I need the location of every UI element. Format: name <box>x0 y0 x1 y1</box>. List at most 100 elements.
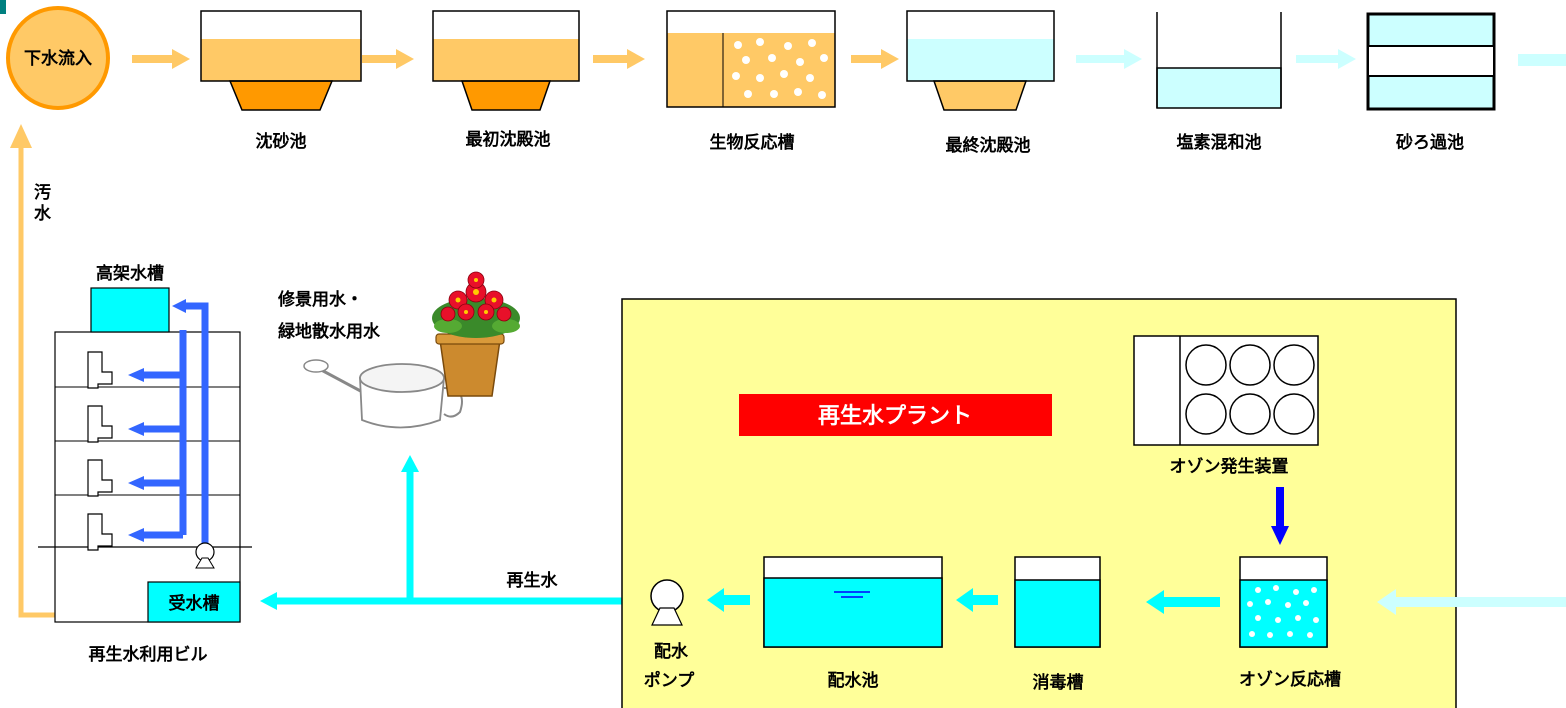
supply-arrowhead <box>128 368 144 382</box>
flow-arrow <box>1146 590 1220 614</box>
ozone-reactor-label: オゾン反応槽 <box>1239 669 1341 690</box>
reclaimed-water-plant: 再生水プラント オゾン発生装置 オゾン反応槽 <box>621 298 1566 708</box>
receiving-tank <box>147 581 241 623</box>
toilets <box>87 351 113 551</box>
sewage-label: 汚 <box>34 182 51 203</box>
tank-water <box>201 39 361 81</box>
sewage-label: 水 <box>34 203 52 224</box>
tank-hopper <box>934 81 1026 110</box>
flow-arrow <box>593 49 645 69</box>
supply-riser <box>186 302 209 545</box>
flow-arrow <box>851 49 899 69</box>
tank-hopper <box>462 81 550 110</box>
toilet-icon <box>87 459 113 497</box>
filter-layer <box>1367 45 1495 77</box>
plant-flow-arrows <box>707 588 1566 615</box>
flow-arrow <box>707 588 750 612</box>
corner-mark <box>0 0 6 14</box>
hopper-outline <box>228 80 334 111</box>
landscape-use: 修景用水・ 緑地散水用水 <box>277 271 520 429</box>
ozone-cells <box>1185 344 1315 435</box>
plant-title-banner <box>739 394 1052 436</box>
reclaimed-arrowhead <box>260 592 277 610</box>
reclaimed-water-main: 再生水 <box>260 455 640 610</box>
building-supply-pipes <box>128 299 209 545</box>
pump-icon <box>650 579 684 613</box>
reclaimed-water-building: 高架水槽 受水槽 再生水利用ビル <box>38 263 252 665</box>
flow-arrow-tail <box>1518 54 1566 66</box>
building-outline <box>54 331 241 623</box>
tank-outline <box>666 10 836 108</box>
stage-label: 生物反応槽 <box>710 132 795 153</box>
pump-label-line1: 配水 <box>654 641 689 662</box>
ozone-generator-label: オゾン発生装置 <box>1170 456 1289 477</box>
flow-arrow <box>362 49 414 69</box>
stage-primary-sedimentation <box>432 10 580 111</box>
elevated-tank <box>90 287 170 333</box>
pump-base <box>195 557 215 569</box>
flow-arrow <box>1076 49 1142 69</box>
supply-arrowhead <box>128 528 144 542</box>
flower-pot-icon <box>432 271 520 397</box>
plant-title: 再生水プラント <box>818 404 972 429</box>
stage-sand-filter <box>1366 12 1496 111</box>
ozone-bubbles <box>1247 585 1319 638</box>
hopper-outline <box>932 80 1028 111</box>
reservoir-label: 配水池 <box>828 670 879 691</box>
flow-arrow <box>132 49 190 69</box>
ozone-generator: オゾン発生装置 <box>1133 335 1319 477</box>
stage-label: 塩素混和池 <box>1177 132 1262 153</box>
flow-arrow <box>1296 49 1356 69</box>
receiving-tank-label: 受水槽 <box>169 593 220 614</box>
building-pump <box>195 542 215 569</box>
reclaimed-label: 再生水 <box>507 570 559 591</box>
pump-base <box>651 607 683 626</box>
distribution-pump: 配水 ポンプ <box>644 579 695 691</box>
stage-chlorine-mixing <box>1156 12 1282 109</box>
ozone-feed-arrowhead <box>1271 526 1289 545</box>
generator-body <box>1133 335 1319 446</box>
stage-grit-chamber <box>200 10 362 111</box>
building-label: 再生水利用ビル <box>89 644 208 665</box>
stage-bioreactor <box>666 10 836 108</box>
tank-water <box>1156 67 1282 109</box>
flow-arrow <box>956 588 998 612</box>
landscape-arrowhead <box>401 455 419 472</box>
inflow-circle <box>6 6 110 110</box>
stage-label: 最終沈殿池 <box>946 135 1031 156</box>
disinfection-tank: 消毒槽 <box>1014 556 1101 693</box>
distribution-reservoir: 配水池 <box>763 556 943 691</box>
landscape-label-line1: 修景用水・ <box>277 289 363 310</box>
tank-water <box>1014 579 1101 648</box>
supply-arrowhead <box>172 299 186 313</box>
stage-label: 最初沈殿池 <box>466 129 551 150</box>
stage-final-sedimentation <box>906 10 1055 111</box>
sewage-arrowhead <box>10 124 32 148</box>
stage-label: 沈砂池 <box>256 131 307 152</box>
toilet-icon <box>87 513 113 551</box>
stage-label: 砂ろ過池 <box>1396 132 1464 153</box>
aeration-bubbles <box>732 38 828 99</box>
tank-water <box>763 577 943 648</box>
disinfection-label: 消毒槽 <box>1033 672 1084 693</box>
tank-water <box>907 39 1054 81</box>
landscape-label-line2: 緑地散水用水 <box>278 321 381 342</box>
inflow-node: 下水流入 <box>6 6 110 110</box>
inflow-label: 下水流入 <box>24 48 92 69</box>
elevated-tank-label: 高架水槽 <box>96 263 164 284</box>
pump-label-line2: ポンプ <box>644 670 695 691</box>
toilet-icon <box>87 405 113 443</box>
toilet-icon <box>87 351 113 389</box>
top-flow-arrows <box>132 49 1566 69</box>
stage-labels: 沈砂池 最初沈殿池 生物反応槽 最終沈殿池 塩素混和池 砂ろ過池 <box>256 129 1465 156</box>
hopper-outline <box>460 80 552 111</box>
watering-can-icon <box>303 359 463 429</box>
flow-arrow <box>1377 589 1566 615</box>
tank-hopper <box>230 81 332 110</box>
ozone-reactor: オゾン反応槽 <box>1239 556 1341 690</box>
supply-arrowhead <box>128 422 144 436</box>
supply-arrowhead <box>128 476 144 490</box>
tank-water <box>433 39 579 81</box>
